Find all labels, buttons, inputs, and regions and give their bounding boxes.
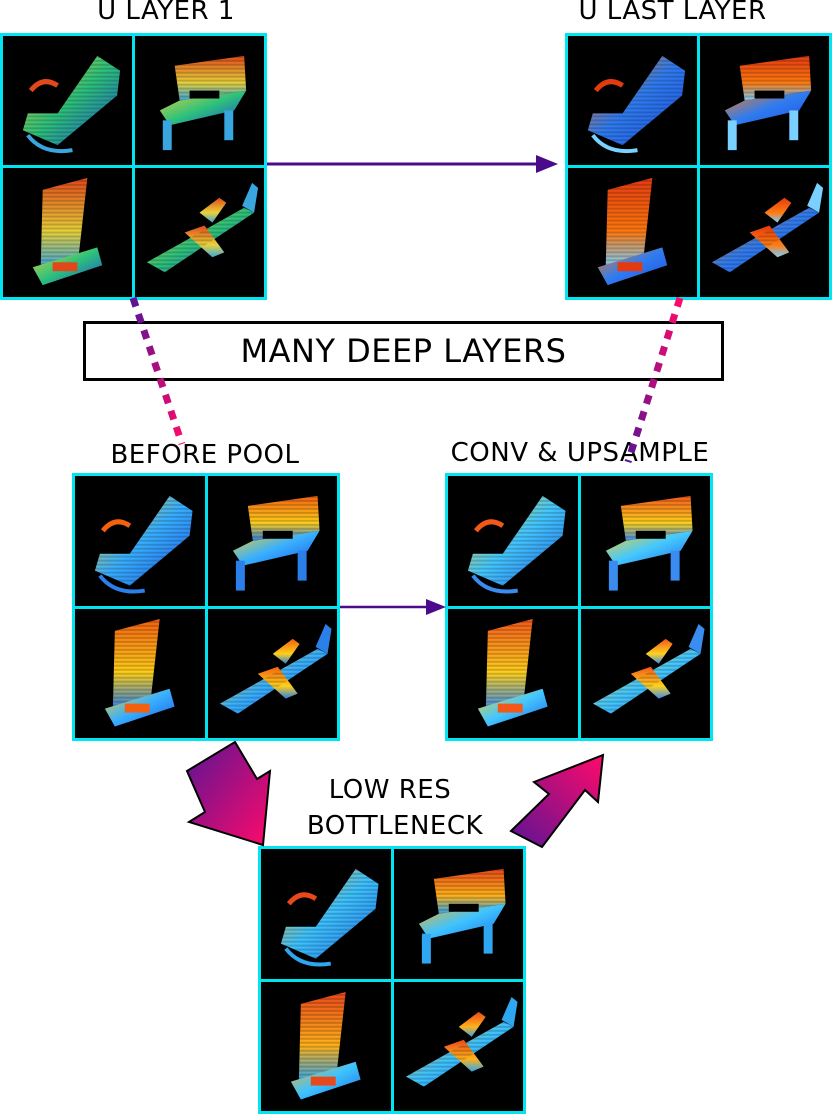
lounge-chair-render	[75, 476, 205, 606]
chair-render	[700, 36, 829, 165]
sailboat-render	[568, 168, 697, 297]
u-last-layer-title: U LAST LAYER	[578, 0, 767, 26]
chair-render	[207, 476, 337, 606]
downsample-arrow	[185, 740, 272, 847]
airplane-render	[580, 608, 710, 738]
lounge-chair-render	[448, 476, 578, 606]
sailboat-render	[3, 168, 132, 297]
bottleneck-grid	[258, 846, 526, 1114]
airplane-render	[700, 168, 829, 297]
u-last-layer-grid	[565, 33, 832, 300]
u-layer-1-grid	[0, 33, 267, 300]
u-layer-1-title: U LAYER 1	[97, 0, 235, 26]
chair-render	[393, 849, 523, 979]
sailboat-render	[448, 608, 578, 738]
many-deep-layers-box: MANY DEEP LAYERS	[83, 321, 724, 381]
before-pool-title: BEFORE POOL	[110, 440, 300, 470]
low-res-title-line2: BOTTLENECK	[306, 811, 484, 841]
before-pool-grid	[72, 473, 340, 741]
airplane-render	[393, 981, 523, 1111]
upsample-arrow	[509, 753, 605, 849]
chair-render	[135, 36, 264, 165]
skip-arrow-top	[267, 155, 558, 173]
chair-render	[580, 476, 710, 606]
sailboat-render	[75, 608, 205, 738]
many-deep-layers-label: MANY DEEP LAYERS	[240, 332, 567, 370]
lounge-chair-render	[568, 36, 697, 165]
lounge-chair-render	[261, 849, 391, 979]
sailboat-render	[261, 981, 391, 1111]
airplane-render	[135, 168, 264, 297]
conv-upsample-grid	[445, 473, 713, 741]
conv-upsample-title: CONV & UPSAMPLE	[450, 438, 710, 468]
skip-arrow-middle	[340, 599, 446, 615]
airplane-render	[207, 608, 337, 738]
lounge-chair-render	[3, 36, 132, 165]
low-res-title-line1: LOW RES	[328, 775, 452, 805]
